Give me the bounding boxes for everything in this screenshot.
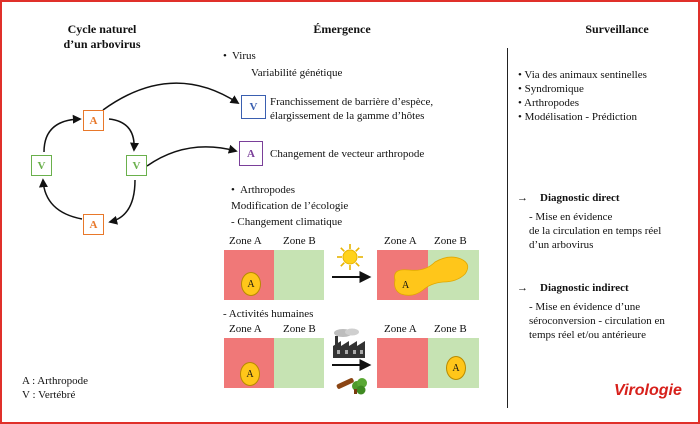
factory-icon — [333, 328, 365, 358]
cycle-arrow-bottom-right — [108, 179, 136, 225]
sun-icon — [337, 244, 363, 270]
zone-b-label-climate-before: Zone B — [283, 235, 316, 247]
virus-label: Virus — [232, 50, 256, 62]
arthropods-label: Arthropodes — [240, 184, 295, 196]
surveillance-list: • Via des animaux sentinelles • Syndromi… — [518, 68, 647, 124]
arthropod-marker-climate-after: A — [402, 280, 410, 291]
zone-b-human-before — [274, 338, 324, 388]
column-divider — [507, 48, 508, 408]
species-barrier-v-box: V — [241, 95, 266, 119]
cycle-node-arthropod-top: A — [83, 110, 104, 131]
arthropod-spread-area — [394, 256, 469, 296]
cycle-node-vertebrate-right: V — [126, 155, 147, 176]
direct-diagnosis-text: - Mise en évidence de la circulation en … — [529, 211, 662, 251]
zone-a-label-climate-before: Zone A — [229, 235, 262, 247]
direct-diagnosis-title: Diagnostic direct — [540, 192, 620, 204]
zone-a-label-climate-after: Zone A — [384, 235, 417, 247]
emergence-heading: Émergence — [313, 22, 371, 36]
zone-a-label-human-before: Zone A — [229, 323, 262, 335]
cycle-heading: Cycle naturel d’un arbovirus — [63, 22, 141, 51]
arthropod-marker-human-before: A — [240, 362, 260, 386]
connector-to-a-box — [146, 144, 238, 167]
surveillance-item-syndromic: • Syndromique — [518, 83, 584, 95]
vector-change-text: Changement de vecteur arthropode — [270, 148, 425, 160]
indirect-diagnosis-title: Diagnostic indirect — [540, 282, 629, 294]
surveillance-item-modelling: • Modélisation - Prédiction — [518, 111, 638, 123]
direct-diagnosis-arrow: → — [517, 192, 528, 204]
climate-label: - Changement climatique — [231, 216, 343, 228]
cycle-arrow-bottom-left — [38, 178, 83, 220]
ecology-label: Modification de l’écologie — [231, 200, 349, 212]
vector-change-a-box: A — [239, 141, 263, 166]
indirect-diagnosis-arrow: → — [517, 282, 528, 294]
virus-bullet: • — [223, 50, 227, 62]
species-barrier-text: Franchissement de barrière d’espèce, éla… — [270, 96, 434, 122]
zone-a-label-human-after: Zone A — [384, 323, 417, 335]
cycle-arrow-top-left — [43, 114, 82, 153]
legend-arthropod: A : Arthropode — [22, 375, 88, 387]
cycle-arrow-top-right — [108, 118, 139, 152]
zone-a-human-after — [377, 338, 428, 388]
surveillance-heading: Surveillance — [585, 22, 649, 36]
surveillance-item-sentinels: • Via des animaux sentinelles — [518, 69, 647, 81]
indirect-diagnosis-text: - Mise en évidence d’une séroconversion … — [529, 301, 665, 341]
human-activities-label: - Activités humaines — [223, 308, 314, 320]
arthropod-marker-human-after: A — [446, 356, 466, 380]
variability-label: Variabilité génétique — [251, 67, 343, 79]
zone-b-label-climate-after: Zone B — [434, 235, 467, 247]
connector-to-v-box — [102, 82, 240, 111]
arthropod-marker-climate-before: A — [241, 272, 261, 296]
surveillance-item-arthropods: • Arthropodes — [518, 97, 579, 109]
cycle-node-vertebrate-left: V — [31, 155, 52, 176]
zone-b-label-human-after: Zone B — [434, 323, 467, 335]
zone-b-climate-before — [274, 250, 324, 300]
arthropods-bullet: • — [231, 184, 235, 196]
zone-b-label-human-before: Zone B — [283, 323, 316, 335]
felled-tree-icon — [336, 378, 367, 395]
virologie-logo: Virologie — [614, 382, 682, 399]
cycle-node-arthropod-bottom: A — [83, 214, 104, 235]
legend-vertebrate: V : Vertébré — [22, 389, 76, 401]
